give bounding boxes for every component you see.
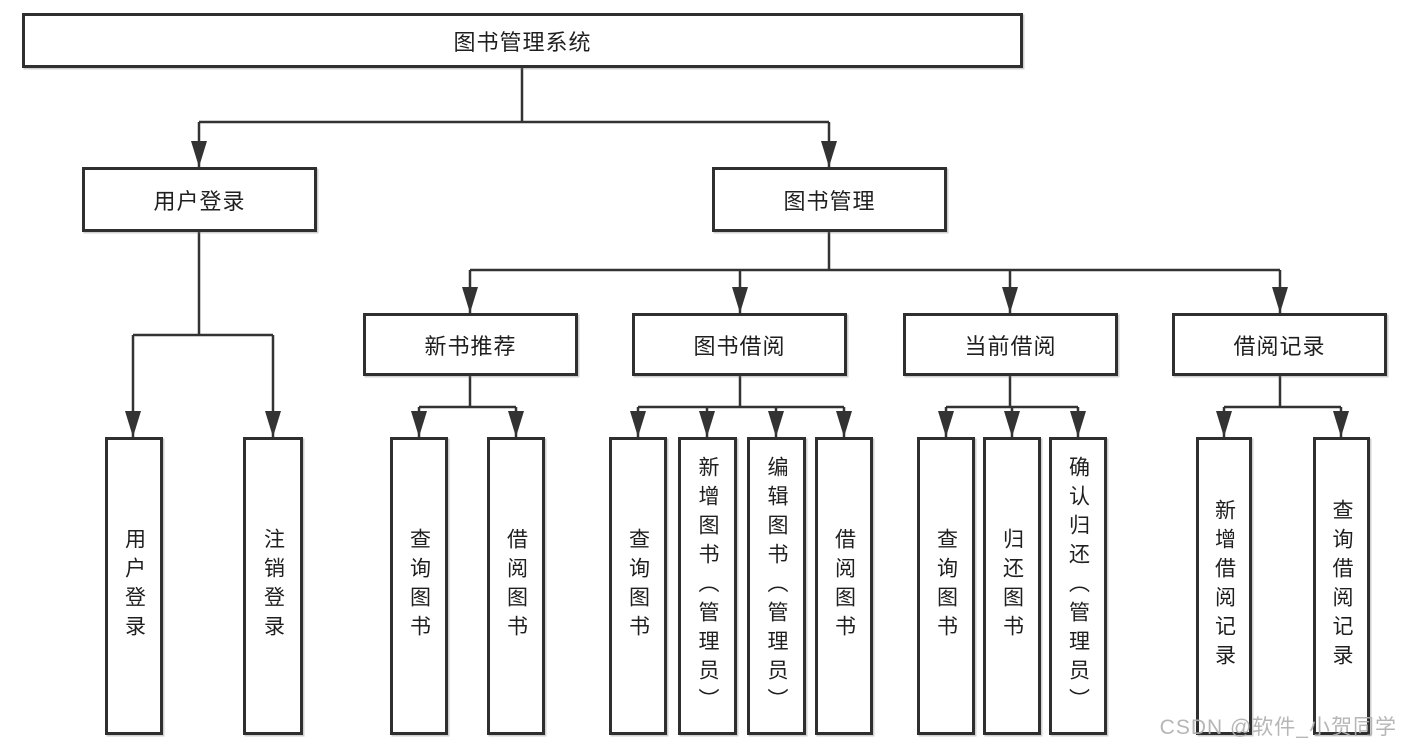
leaf-return-books: 归还图书: [983, 437, 1041, 735]
node-book-borrow: 图书借阅: [632, 313, 847, 376]
node-root: 图书管理系统: [22, 13, 1023, 68]
leaf-query-borrow-record: 查询借阅记录: [1313, 437, 1370, 735]
leaf-confirm-return-admin: 确认归还（管理员）: [1049, 437, 1107, 735]
leaf-borrow-books: 借阅图书: [815, 437, 873, 735]
node-book-mgmt-label: 图书管理: [783, 188, 876, 214]
leaf-query-borrow-record-label: 查询借阅记录: [1330, 499, 1353, 673]
leaf-current-query-books-label: 查询图书: [934, 528, 958, 644]
node-current-borrow-label: 当前借阅: [964, 333, 1057, 359]
node-borrow-records-label: 借阅记录: [1233, 333, 1326, 359]
arrowheads: [125, 141, 1349, 437]
node-book-borrow-label: 图书借阅: [693, 333, 786, 359]
csdn-watermark: CSDN @软件_小贺同学: [1159, 716, 1397, 739]
leaf-edit-books-admin: 编辑图书（管理员）: [747, 437, 806, 735]
leaf-recommend-query-books-label: 查询图书: [407, 528, 431, 644]
node-user-login: 用户登录: [82, 167, 317, 232]
node-current-borrow: 当前借阅: [903, 313, 1118, 376]
leaf-borrow-query-books-label: 查询图书: [626, 528, 650, 644]
node-borrow-records: 借阅记录: [1172, 313, 1387, 376]
leaf-logout: 注销登录: [243, 437, 303, 735]
leaf-logout-label: 注销登录: [261, 528, 285, 644]
leaf-current-query-books: 查询图书: [917, 437, 975, 735]
leaf-confirm-return-admin-label: 确认归还（管理员）: [1066, 455, 1090, 717]
node-new-book-recommend: 新书推荐: [363, 313, 578, 376]
leaf-borrow-books-label: 借阅图书: [832, 528, 856, 644]
node-new-book-recommend-label: 新书推荐: [424, 333, 517, 359]
leaf-recommend-borrow-books-label: 借阅图书: [504, 528, 528, 644]
leaf-add-borrow-record: 新增借阅记录: [1196, 437, 1252, 735]
leaf-recommend-borrow-books: 借阅图书: [487, 437, 545, 735]
node-root-label: 图书管理系统: [453, 29, 592, 55]
leaf-add-borrow-record-label: 新增借阅记录: [1212, 499, 1236, 673]
leaf-edit-books-admin-label: 编辑图书（管理员）: [765, 455, 788, 717]
leaf-user-login-label: 用户登录: [122, 528, 146, 644]
leaf-add-books-admin: 新增图书（管理员）: [678, 437, 737, 735]
node-book-mgmt: 图书管理: [712, 167, 947, 232]
leaf-borrow-query-books: 查询图书: [609, 437, 667, 735]
leaf-return-books-label: 归还图书: [1000, 528, 1024, 644]
connector-path: [131, 68, 1343, 437]
node-user-login-label: 用户登录: [153, 188, 246, 214]
leaf-add-books-admin-label: 新增图书（管理员）: [696, 455, 719, 717]
leaf-user-login: 用户登录: [105, 437, 163, 735]
leaf-recommend-query-books: 查询图书: [390, 437, 448, 735]
